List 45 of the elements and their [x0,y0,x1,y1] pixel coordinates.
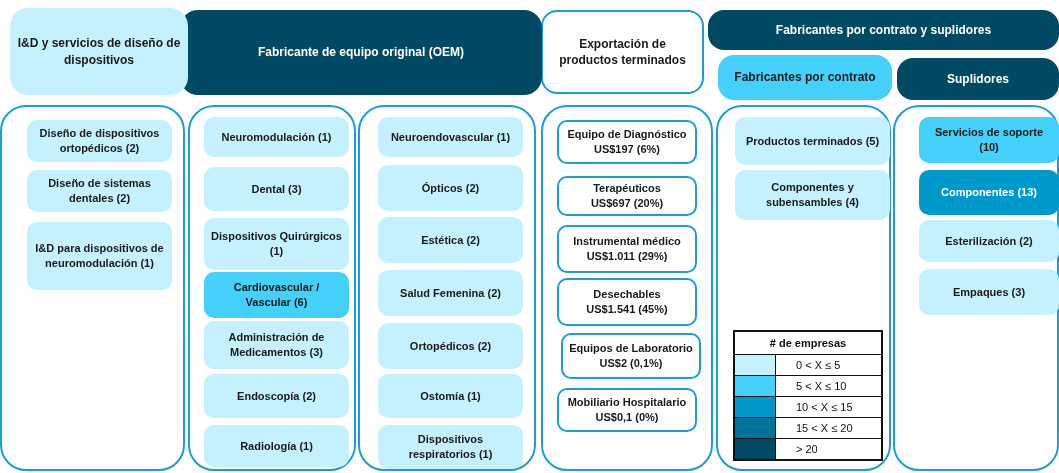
category-header: I&D y servicios de diseño de dispositivos [10,8,188,95]
category-box: Ópticos (2) [378,165,523,211]
category-header: Exportación de productos terminados [541,10,704,94]
category-box: Mobiliario Hospitalario US$0,1 (0%) [557,388,697,432]
category-box: Empaques (3) [919,269,1059,315]
legend-label: 5 < X ≤ 10 [795,379,847,394]
legend-label: 10 < X ≤ 15 [795,400,853,415]
category-box: I&D para dispositivos de neuromodulación (1) [27,222,172,290]
category-box: Diseño de dispositivos ortopédicos (2) [27,120,172,162]
category-box: Cardiovascular / Vascular (6) [204,272,349,318]
category-box: Ortopédicos (2) [378,323,523,369]
column-panel [0,105,185,471]
category-box: Neuromodulación (1) [204,117,349,157]
column-panel [541,105,713,471]
category-header: Suplidores [897,58,1059,100]
category-box: Componentes (13) [919,170,1059,215]
category-box: Equipo de Diagnóstico US$197 (6%) [557,120,697,164]
legend-label: > 20 [795,442,818,457]
category-header: Fabricantes por contrato y suplidores [708,10,1059,50]
column-panel [358,105,536,471]
category-box: Endoscopía (2) [204,374,349,418]
column-panel [893,105,1059,471]
category-box: Desechables US$1.541 (45%) [557,278,697,326]
legend-label: 15 < X ≤ 20 [795,421,853,436]
legend-title: # de empresas [768,336,848,351]
legend-label: 0 < X ≤ 5 [795,358,841,373]
category-box: Esterilización (2) [919,220,1059,262]
category-box: Radiología (1) [204,425,349,467]
category-box: Neuroendovascular (1) [378,117,523,157]
category-box: Instrumental médico US$1.011 (29%) [557,225,697,273]
category-box: Dispositivos Quirúrgicos (1) [204,218,349,270]
category-header: Fabricantes por contrato [718,55,892,100]
category-box: Productos terminados (5) [735,117,890,165]
category-box: Diseño de sistemas dentales (2) [27,170,172,212]
category-box: Estética (2) [378,217,523,263]
category-box: Terapéuticos US$697 (20%) [557,176,697,216]
column-panel [188,105,356,471]
category-box: Salud Femenina (2) [378,270,523,316]
category-box: Ostomía (1) [378,374,523,418]
category-box: Servicios de soporte (10) [919,117,1059,163]
category-box: Dispositivos respiratorios (1) [378,425,523,469]
category-box: Administración de Medicamentos (3) [204,321,349,369]
category-box: Componentes y subensambles (4) [735,170,890,220]
category-box: Equipos de Laboratorio US$2 (0,1%) [561,333,701,379]
category-box: Dental (3) [204,167,349,211]
